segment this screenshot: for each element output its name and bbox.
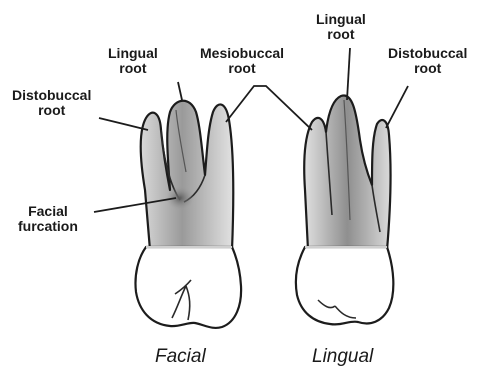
label-facial-distobuccal-root: Distobuccal root [12,88,91,118]
leader-mesiobuccal [226,86,312,130]
label-mesiobuccal-root: Mesiobuccal root [200,46,284,76]
caption-facial-view: Facial [155,346,206,368]
lingual-crown [296,247,393,324]
label-line: root [108,61,158,76]
label-line: root [200,61,284,76]
label-line: root [12,103,91,118]
label-line: root [388,61,467,76]
label-line: Distobuccal [388,46,467,61]
label-line: Mesiobuccal [200,46,284,61]
facial-furcation-shadow [166,186,194,210]
leader-lingual-distobuccal [386,86,408,128]
label-lingual-distobuccal-root: Distobuccal root [388,46,467,76]
label-line: Distobuccal [12,88,91,103]
label-lingual-lingual-root: Lingual root [316,12,366,42]
label-facial-furcation: Facial furcation [18,204,78,234]
label-facial-lingual-root: Lingual root [108,46,158,76]
caption-lingual-view: Lingual [312,346,373,368]
facial-view-tooth [135,101,241,328]
label-line: Lingual [316,12,366,27]
label-line: Lingual [108,46,158,61]
label-line: furcation [18,219,78,234]
facial-root-body [141,101,234,250]
leader-lingual-lingual [347,48,350,100]
label-line: root [316,27,366,42]
leader-facial-lingual [178,82,182,100]
leader-facial-distobuccal [99,118,148,130]
label-line: Facial [18,204,78,219]
